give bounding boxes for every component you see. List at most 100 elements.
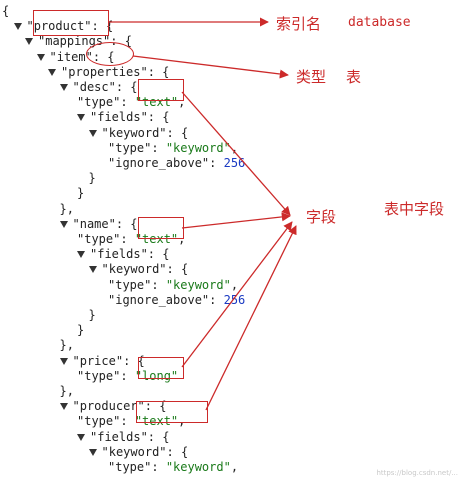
- expand-toggle-icon[interactable]: [36, 53, 45, 61]
- json-key: "type": [77, 232, 121, 246]
- json-line[interactable]: "item": {: [36, 50, 115, 64]
- json-key: "mappings": [38, 34, 111, 49]
- type-label: 类型: [296, 68, 327, 86]
- expand-toggle-icon[interactable]: [13, 23, 22, 31]
- json-punctuation: },: [59, 201, 74, 216]
- json-string-value: "keyword": [165, 277, 231, 292]
- json-number-value: 256: [223, 292, 246, 307]
- json-punctuation: ,: [230, 140, 239, 155]
- json-key: "ignore_above": [108, 156, 210, 170]
- json-line[interactable]: "fields": {: [77, 110, 169, 124]
- json-key: "fields": [90, 247, 148, 262]
- expand-toggle-icon[interactable]: [48, 68, 56, 76]
- json-string-value: "keyword": [165, 460, 231, 474]
- json-line: }: [77, 186, 84, 200]
- json-line: "type": "long": [77, 369, 178, 383]
- json-punctuation: : {: [166, 125, 189, 140]
- json-punctuation: ,: [230, 277, 239, 292]
- json-number-value: 256: [223, 156, 246, 170]
- json-punctuation: : {: [166, 444, 189, 459]
- json-line[interactable]: "name": {: [59, 216, 138, 231]
- json-punctuation: :: [120, 95, 135, 110]
- json-punctuation: ,: [178, 414, 186, 429]
- json-key: "type": [108, 460, 152, 474]
- json-punctuation: : {: [166, 262, 189, 277]
- json-key: "producer": [72, 399, 145, 414]
- json-punctuation: ,: [230, 460, 239, 474]
- json-punctuation: {: [2, 4, 10, 18]
- json-line[interactable]: "fields": {: [77, 430, 169, 444]
- expand-toggle-icon[interactable]: [59, 84, 68, 91]
- json-line: },: [60, 202, 74, 216]
- field-label: 字段: [306, 208, 337, 226]
- json-key: "price": [72, 353, 124, 368]
- json-key: "keyword": [101, 262, 167, 277]
- json-line: }: [89, 171, 96, 185]
- json-line: "type": "text",: [77, 232, 185, 246]
- expand-toggle-icon[interactable]: [59, 220, 68, 228]
- json-punctuation: :: [151, 460, 166, 474]
- json-key: "desc": [72, 80, 116, 94]
- json-line[interactable]: "keyword": {: [88, 444, 189, 459]
- expand-toggle-icon[interactable]: [88, 448, 97, 456]
- arrow-desc: [181, 91, 291, 216]
- json-punctuation: }: [88, 171, 96, 186]
- json-line[interactable]: "properties": {: [48, 65, 169, 79]
- json-string-value: "text": [134, 414, 179, 429]
- expand-toggle-icon[interactable]: [88, 129, 97, 137]
- json-line[interactable]: "fields": {: [77, 247, 169, 261]
- json-punctuation: : {: [110, 34, 132, 49]
- json-string-value: "text": [134, 95, 179, 110]
- json-punctuation: : {: [147, 429, 170, 444]
- table-label: 表: [346, 68, 362, 86]
- index-name-label: 索引名: [276, 15, 322, 33]
- json-punctuation: : {: [147, 247, 170, 262]
- json-line: },: [60, 384, 74, 398]
- json-key: "type": [108, 140, 152, 155]
- expand-toggle-icon[interactable]: [59, 357, 68, 365]
- json-line: }: [77, 323, 84, 337]
- json-punctuation: : {: [91, 19, 114, 34]
- arrow-name: [181, 212, 291, 229]
- expand-toggle-icon[interactable]: [88, 266, 97, 274]
- json-punctuation: }: [88, 308, 96, 322]
- json-line: "type": "keyword",: [108, 278, 238, 292]
- expand-toggle-icon[interactable]: [77, 114, 85, 122]
- expand-toggle-icon[interactable]: [59, 403, 68, 411]
- json-punctuation: ,: [178, 95, 186, 110]
- expand-toggle-icon[interactable]: [77, 433, 85, 441]
- json-punctuation: :: [120, 414, 135, 429]
- json-punctuation: :: [151, 277, 166, 292]
- json-punctuation: : {: [115, 216, 138, 231]
- expand-toggle-icon[interactable]: [77, 251, 85, 259]
- json-line[interactable]: "keyword": {: [88, 125, 189, 140]
- json-punctuation: ,: [178, 232, 186, 246]
- json-punctuation: : {: [115, 80, 138, 94]
- json-line[interactable]: "mappings": {: [25, 34, 132, 48]
- json-line: "ignore_above": 256: [108, 156, 245, 170]
- json-punctuation: }: [77, 186, 85, 201]
- json-line[interactable]: "keyword": {: [88, 262, 189, 277]
- json-punctuation: }: [77, 323, 85, 338]
- json-key: "name": [72, 216, 116, 231]
- json-punctuation: },: [59, 338, 74, 353]
- json-key: "type": [77, 368, 121, 383]
- json-key: "keyword": [101, 444, 167, 459]
- json-punctuation: :: [120, 368, 135, 383]
- json-punctuation: : {: [147, 64, 170, 79]
- json-string-value: "long": [134, 368, 179, 383]
- json-line[interactable]: "desc": {: [59, 80, 138, 94]
- expand-toggle-icon[interactable]: [25, 38, 33, 46]
- json-key: "ignore_above": [108, 292, 210, 307]
- json-punctuation: : {: [144, 399, 167, 414]
- json-line[interactable]: "producer": {: [59, 399, 167, 414]
- arrow-producer: [205, 225, 297, 411]
- arrow-price: [181, 221, 293, 368]
- json-line: "type": "keyword",: [108, 141, 238, 155]
- table-field-label: 表中字段: [384, 200, 445, 218]
- json-punctuation: : {: [147, 110, 170, 125]
- json-punctuation: :: [151, 140, 166, 155]
- json-line[interactable]: "price": {: [59, 353, 145, 368]
- json-line[interactable]: "product": {: [13, 19, 114, 34]
- json-key: "keyword": [101, 125, 167, 140]
